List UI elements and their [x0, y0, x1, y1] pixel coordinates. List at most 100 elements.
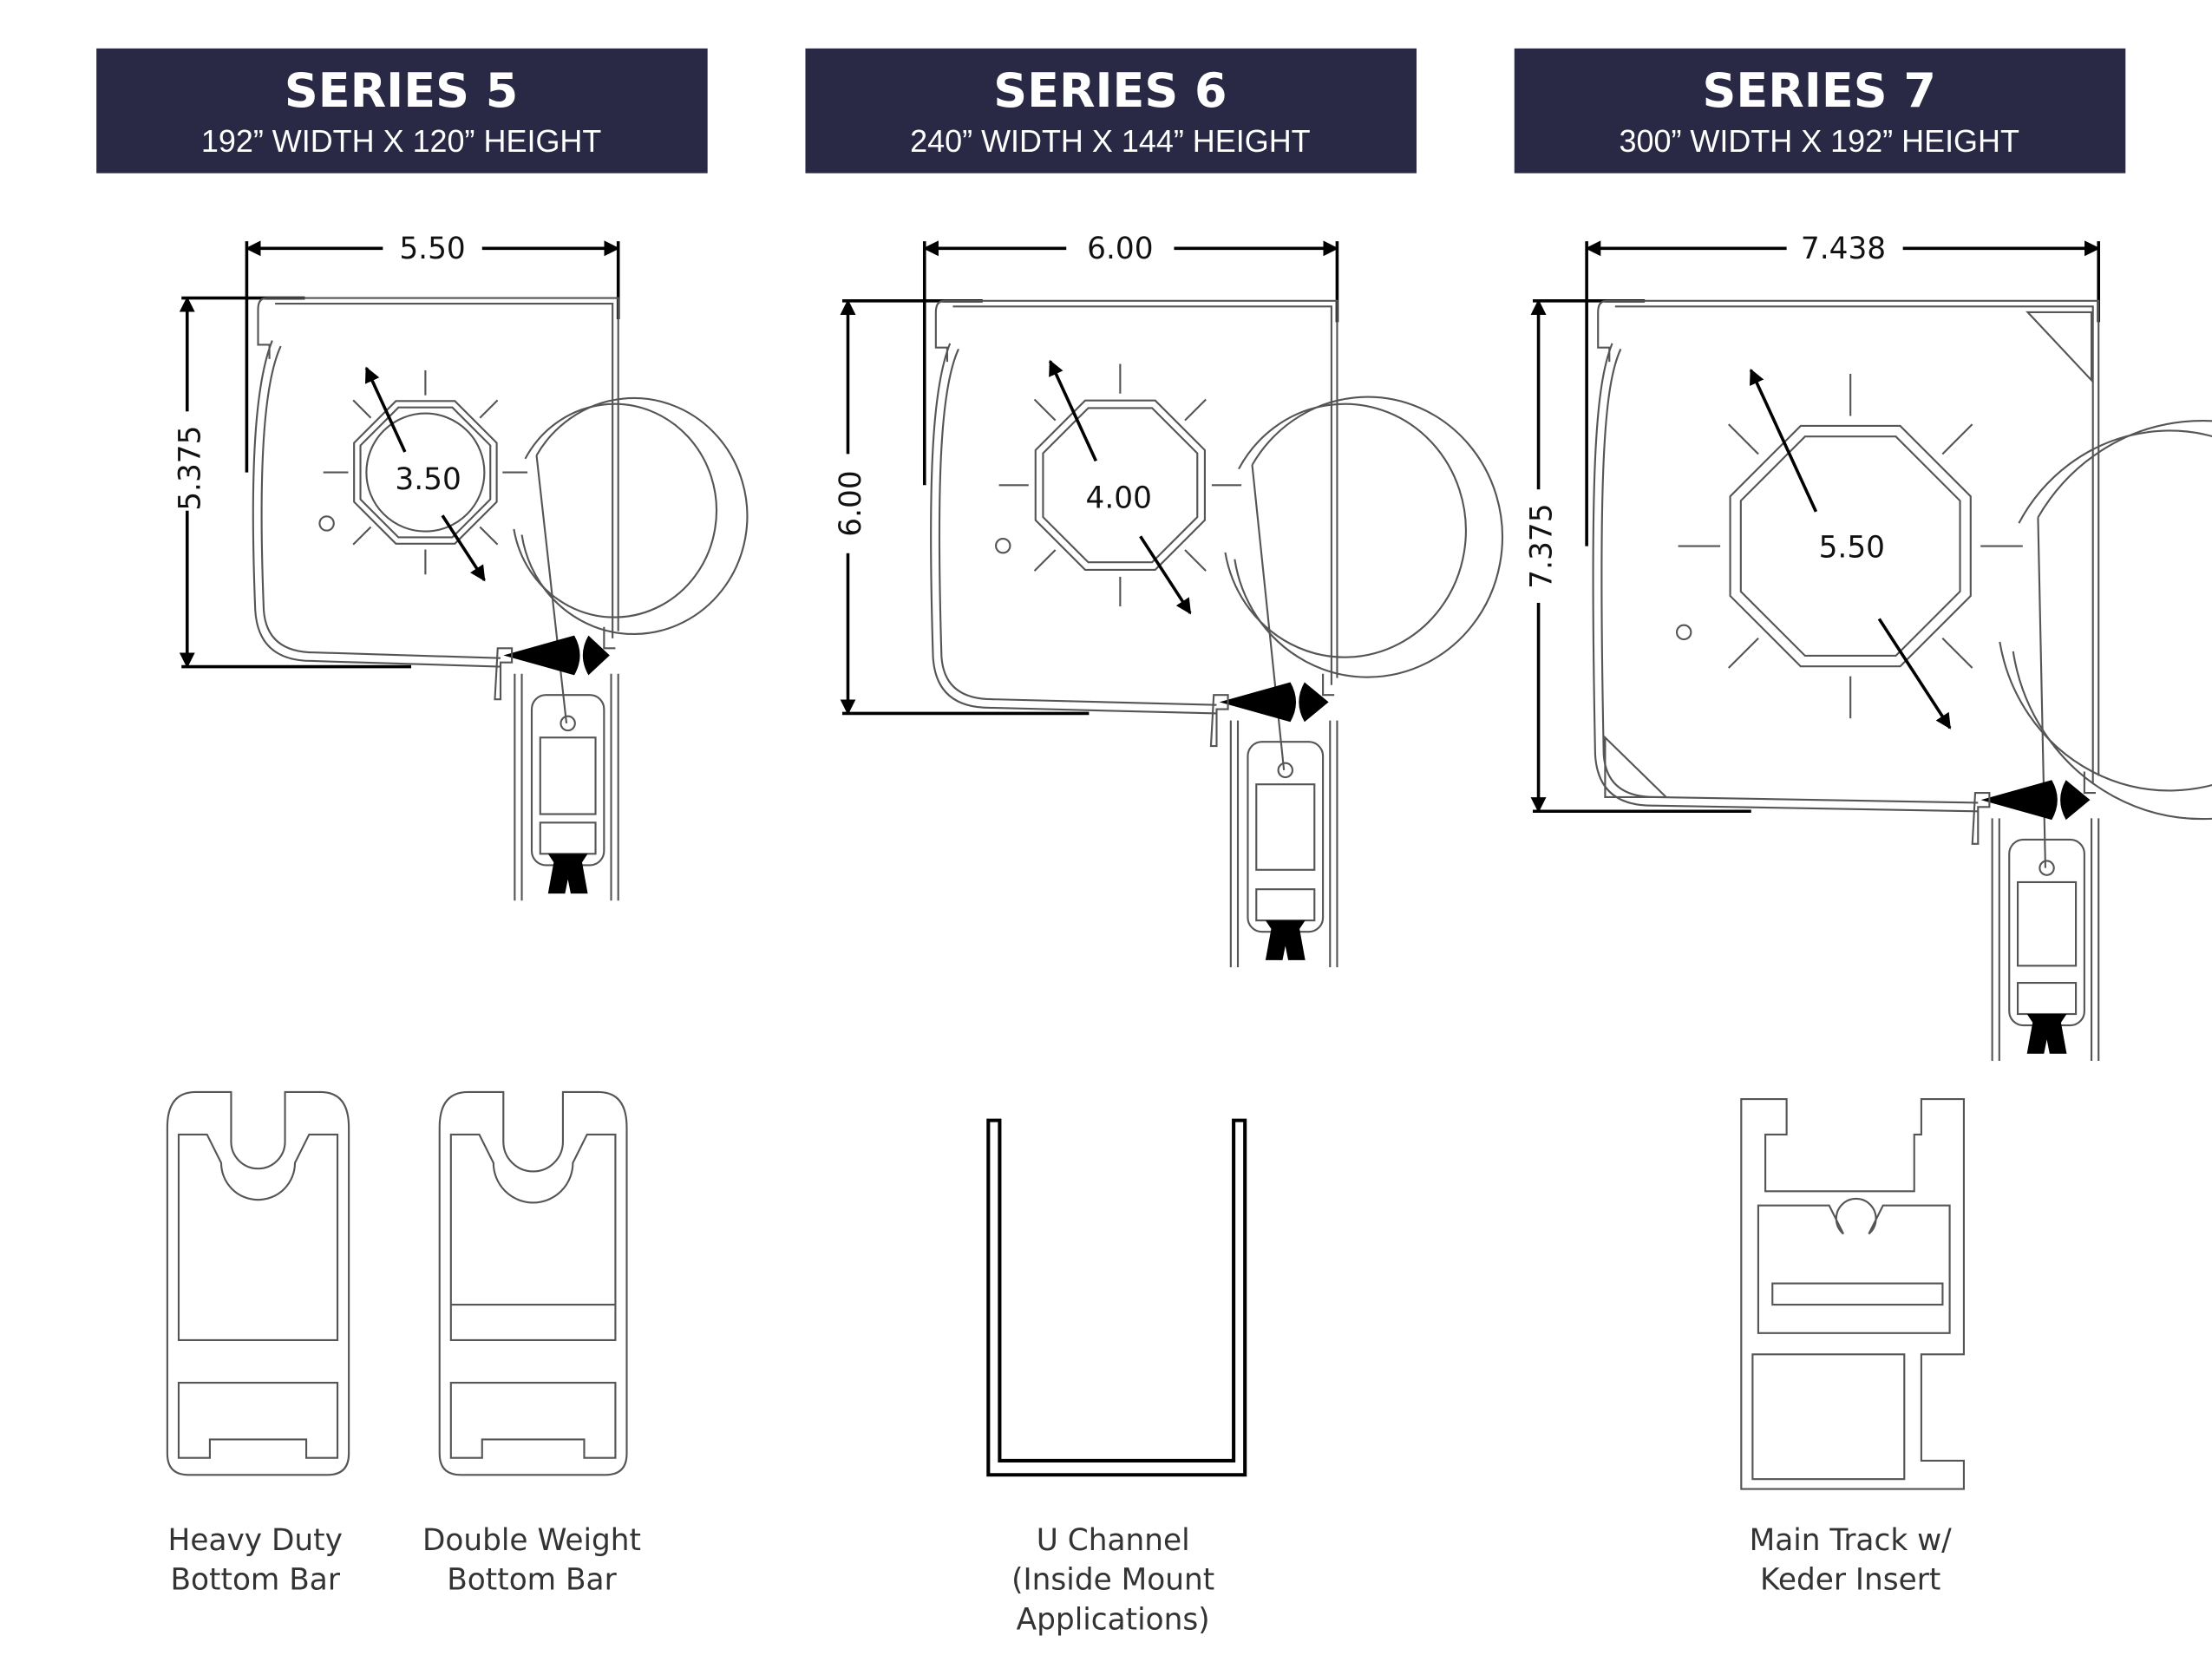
seal-holder	[1209, 673, 1335, 748]
roller-spoke	[1184, 398, 1207, 422]
double-weight-label-2: Bottom Bar	[447, 1563, 617, 1598]
u-channel-label-3: Applications)	[1017, 1602, 1210, 1637]
component-profiles	[166, 1090, 1966, 1490]
bottom-bar-keyhole	[1277, 762, 1294, 779]
brush-seal-icon	[1299, 682, 1329, 723]
diameter-arrow	[1877, 618, 1952, 730]
corner-brace	[1604, 735, 1669, 798]
roller-inner-arc	[1224, 402, 1467, 658]
side-track	[1229, 720, 1338, 968]
series-5-title: SERIES 5	[285, 63, 518, 118]
housing-outline	[252, 297, 619, 668]
double-weight-label-1: Double Weight	[422, 1523, 641, 1558]
roller-spoke	[479, 399, 499, 419]
bottom-bar-chamber	[2016, 981, 2078, 1016]
roller-spoke	[1184, 549, 1207, 572]
side-track	[1991, 818, 2100, 1061]
series-7-tube-dimension: 5.50	[1819, 531, 1885, 566]
roller-spoke	[352, 526, 372, 546]
brush-seal-icon	[1980, 780, 2058, 821]
diameter-arrow	[364, 366, 407, 453]
roller-octagon-inner	[359, 406, 492, 539]
bottom-bar-chamber	[2016, 880, 2078, 967]
series-5-header: SERIES 5 192” WIDTH X 120” HEIGHT	[96, 48, 708, 173]
series-7-header: SERIES 7 300” WIDTH X 192” HEIGHT	[1514, 48, 2126, 173]
bottom-bar-keyhole	[2039, 860, 2055, 876]
series-6-width-dimension: 6.00	[1087, 232, 1153, 266]
seal-holder	[1971, 771, 2096, 845]
bottom-bar-outline	[530, 694, 605, 867]
roller-core	[365, 412, 486, 533]
bottom-seal-icon	[547, 854, 588, 894]
roller-spoke	[352, 399, 372, 419]
roller-octagon	[353, 400, 498, 545]
bottom-bar-chamber	[1255, 783, 1316, 871]
bottom-seal-icon	[1265, 920, 1306, 960]
roller-octagon	[1034, 399, 1206, 571]
bottom-bar-chamber	[539, 736, 597, 815]
series-5-cross-section	[179, 240, 749, 901]
series-7-height-dimension: 7.375	[1524, 503, 1559, 588]
main-track-label-2: Keder Insert	[1760, 1563, 1940, 1598]
roller-hole	[318, 515, 335, 532]
double-weight-bottom-bar-upper-chamber	[449, 1133, 617, 1342]
u-channel-label-1: U Channel	[1037, 1523, 1190, 1558]
u-channel-label-2: (Inside Mount	[1011, 1563, 1214, 1598]
diameter-arrow	[1749, 368, 1818, 513]
roller-spoke	[1727, 637, 1759, 669]
roller-spoke	[1033, 398, 1057, 422]
bottom-bar-outline	[1247, 741, 1325, 933]
housing-outline	[930, 299, 1338, 715]
series-6-height-dimension: 6.00	[834, 470, 868, 536]
series-5-subtitle: 192” WIDTH X 120” HEIGHT	[201, 123, 602, 159]
bottom-bar-keyhole	[560, 715, 576, 732]
roller-spoke	[1941, 423, 1973, 455]
series-6-title: SERIES 6	[993, 63, 1227, 118]
side-track	[514, 673, 619, 901]
diameter-arrow	[1139, 535, 1192, 615]
heavy-duty-label-2: Bottom Bar	[171, 1563, 341, 1598]
roller-inner-arc	[513, 402, 718, 618]
series-7-subtitle: 300” WIDTH X 192” HEIGHT	[1619, 123, 2019, 159]
fabric-line	[1251, 464, 1286, 770]
series-5-height-dimension: 5.375	[173, 426, 207, 511]
main-track-chamber	[1751, 1353, 1906, 1481]
roller-spoke	[1727, 423, 1759, 455]
roller-spoke	[1941, 637, 1973, 669]
series-6-header: SERIES 6 240” WIDTH X 144” HEIGHT	[805, 48, 1417, 173]
double-weight-bottom-bar-outline	[438, 1090, 628, 1476]
main-track-label-1: Main Track w/	[1750, 1523, 1953, 1558]
double-weight-bottom-bar-lower-chamber	[449, 1381, 617, 1459]
brush-seal-icon	[2060, 780, 2091, 821]
roller-inner-arc	[1999, 429, 2212, 792]
u-channel-outline	[986, 1118, 1247, 1477]
series-5-width-dimension: 5.50	[399, 232, 465, 266]
brush-seal-icon	[582, 635, 610, 676]
seal-holder	[494, 626, 616, 701]
bottom-seal-icon	[2026, 1014, 2067, 1054]
roller-octagon-inner	[1042, 407, 1199, 564]
roller-outer-arc	[2012, 420, 2212, 821]
keder-insert-rail	[1771, 1282, 1944, 1306]
brush-seal-icon	[1219, 682, 1297, 723]
series-7-cross-section	[1530, 240, 2212, 1061]
series-7-title: SERIES 7	[1703, 63, 1936, 118]
housing-outline	[1592, 299, 2100, 813]
diameter-arrow	[1048, 359, 1098, 462]
roller-hole	[995, 537, 1011, 554]
series-5-tube-dimension: 3.50	[395, 462, 461, 497]
bottom-bar-outline	[2008, 838, 2085, 1027]
heavy-duty-bottom-bar-lower-chamber	[177, 1381, 339, 1459]
heavy-duty-label-1: Heavy Duty	[168, 1523, 343, 1558]
series-6-tube-dimension: 4.00	[1086, 481, 1152, 515]
series-7-width-dimension: 7.438	[1801, 232, 1886, 266]
fabric-line	[535, 455, 568, 724]
series-6-subtitle: 240” WIDTH X 144” HEIGHT	[910, 123, 1311, 159]
brush-seal-icon	[503, 635, 580, 676]
heavy-duty-bottom-bar-upper-chamber	[177, 1133, 339, 1342]
roller-hole	[1675, 624, 1692, 641]
keder-insert	[1757, 1197, 1951, 1334]
heavy-duty-bottom-bar-outline	[166, 1090, 350, 1476]
roller-spoke	[1033, 549, 1057, 572]
